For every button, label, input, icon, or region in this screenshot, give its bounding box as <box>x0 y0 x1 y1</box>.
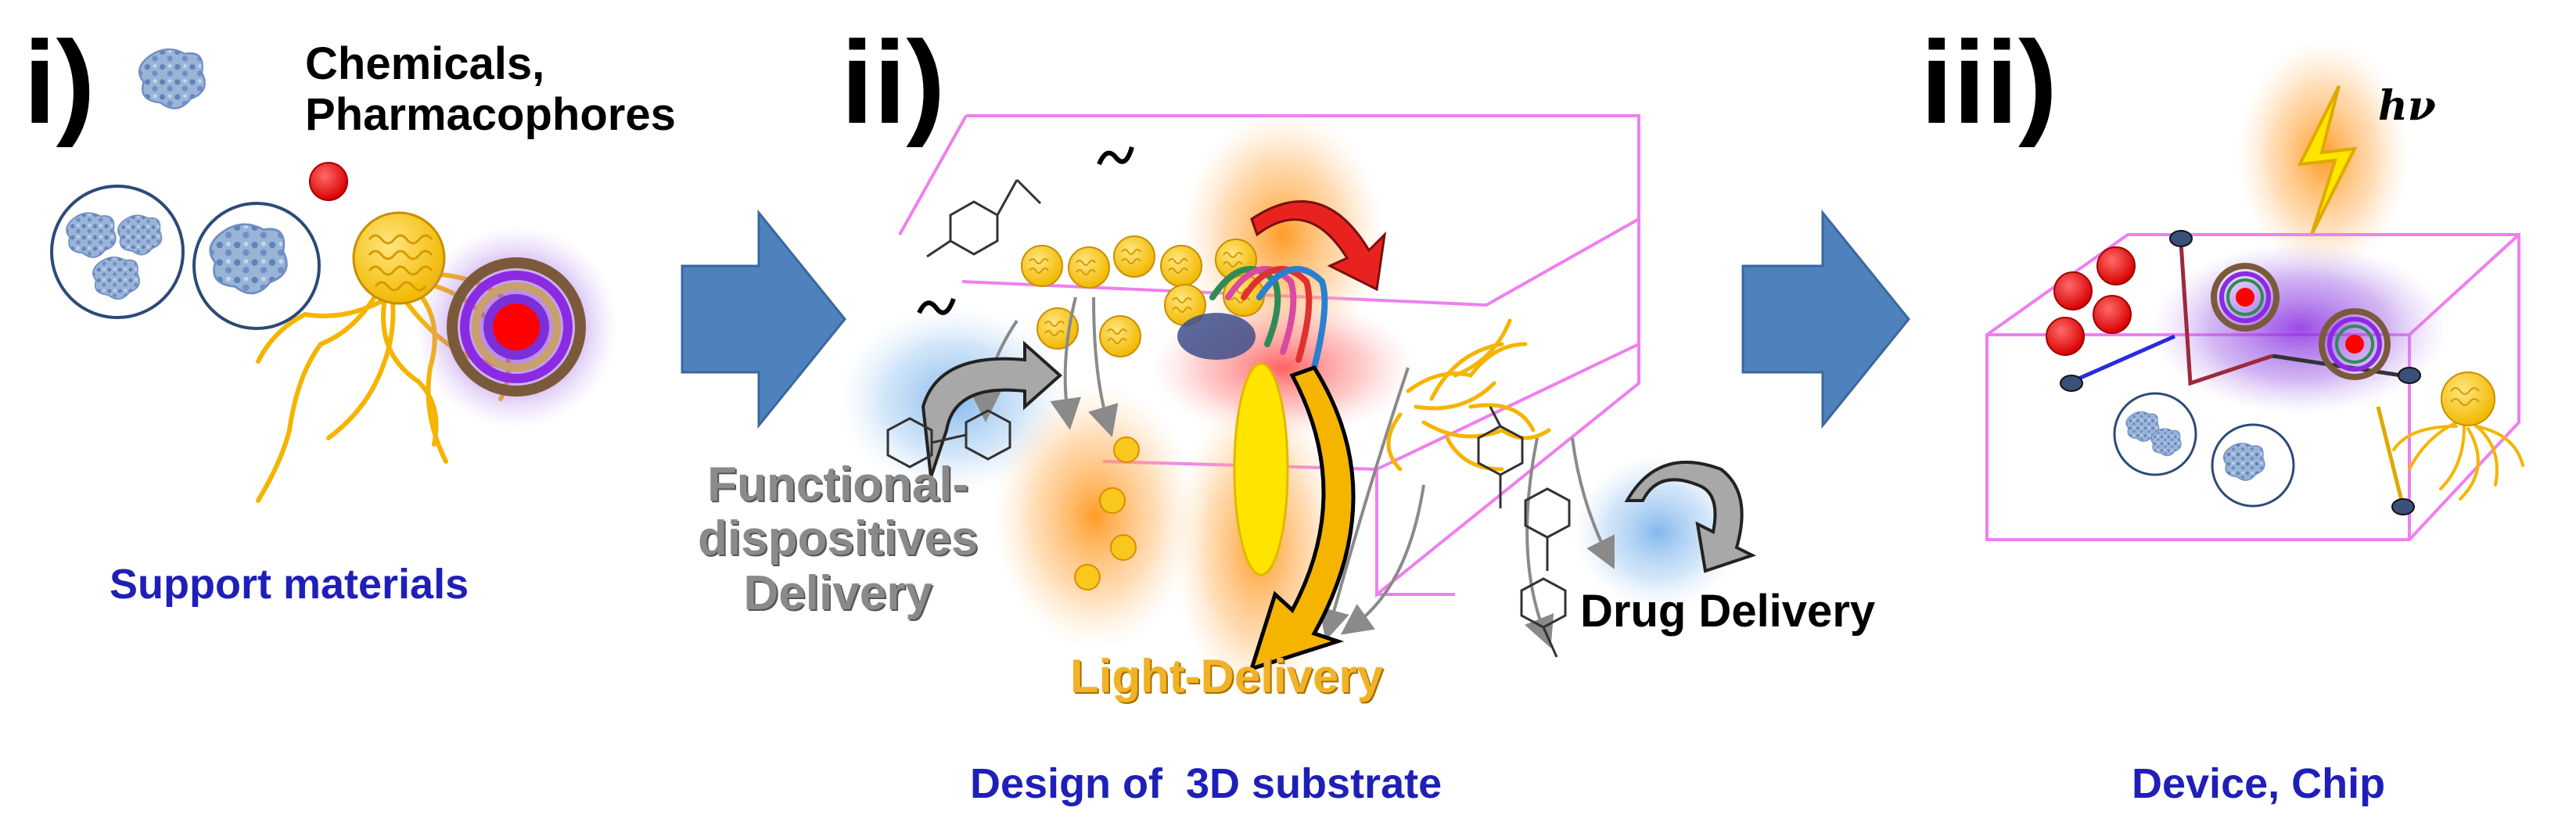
glow-purple-chip <box>2151 242 2448 415</box>
lipid-tails-right <box>1386 318 1551 472</box>
glow-orange-left <box>993 383 1197 649</box>
chip-micelle-1 <box>2211 263 2280 332</box>
red-curved-arrow <box>1250 200 1387 292</box>
light-beam <box>1233 362 1289 576</box>
micelle-icon <box>415 225 618 429</box>
process-arrow-1 <box>681 209 846 429</box>
panel-ii-numeral: ii) <box>841 16 946 148</box>
panel-iii-numeral: iii) <box>1920 16 2057 148</box>
protein-icon <box>138 48 206 109</box>
yellow-curved-arrow <box>1248 364 1356 672</box>
squiggle-2 <box>1097 146 1134 166</box>
chip-protein-container-2 <box>2211 423 2295 508</box>
chip-protein-container-1 <box>2113 392 2197 476</box>
support-materials-caption: Support materials <box>110 561 469 608</box>
chemicals-line-1: Chemicals, <box>305 38 545 89</box>
device-chip-caption: Device, Chip <box>2132 760 2386 807</box>
design-3d-substrate-caption: Design of 3D substrate <box>970 760 1442 807</box>
functional-line-2: dispositives <box>698 512 979 566</box>
chip-micelle-2 <box>2319 308 2391 380</box>
light-delivery-label: Light-Delivery <box>1070 650 1384 702</box>
panel-i-numeral: i) <box>23 16 95 148</box>
chemicals-line-2: Pharmacophores <box>305 88 676 140</box>
glow-blue-right <box>1572 454 1744 610</box>
light-strands <box>1209 266 1328 371</box>
protein-container-1 <box>50 185 185 319</box>
pharmacophore-ball <box>309 162 348 201</box>
chemicals-label: Chemicals, Pharmacophores <box>305 38 676 141</box>
grey-curved-arrow-right <box>1624 461 1757 573</box>
grey-curved-arrow-left <box>921 340 1063 478</box>
benzene-lower-icon <box>886 409 1011 468</box>
photon-label: hν <box>2378 82 2436 130</box>
electrode-icon <box>2060 230 2421 515</box>
electrode-wires <box>2075 242 2404 501</box>
light-particles <box>1074 436 1140 591</box>
drug-delivery-label: Drug Delivery <box>1580 586 1876 637</box>
panel-ii <box>837 109 1757 704</box>
benzene-icon <box>926 178 1042 258</box>
chip-lipid-particle <box>2392 372 2524 501</box>
red-particles <box>2046 246 2136 356</box>
functional-delivery-label: Functional- dispositives Delivery <box>698 458 978 620</box>
functional-line-1: Functional- <box>707 458 969 512</box>
protein-container-2 <box>192 202 321 330</box>
process-arrow-2 <box>1741 209 1910 429</box>
functional-line-3: Delivery <box>743 565 932 620</box>
panel-iii <box>1985 39 2524 541</box>
delivery-arrows <box>970 296 1615 648</box>
panel-i <box>50 48 618 503</box>
squiggle-1 <box>917 297 956 315</box>
benzene-chain-icon <box>1477 406 1571 658</box>
dark-disk <box>1177 313 1256 360</box>
